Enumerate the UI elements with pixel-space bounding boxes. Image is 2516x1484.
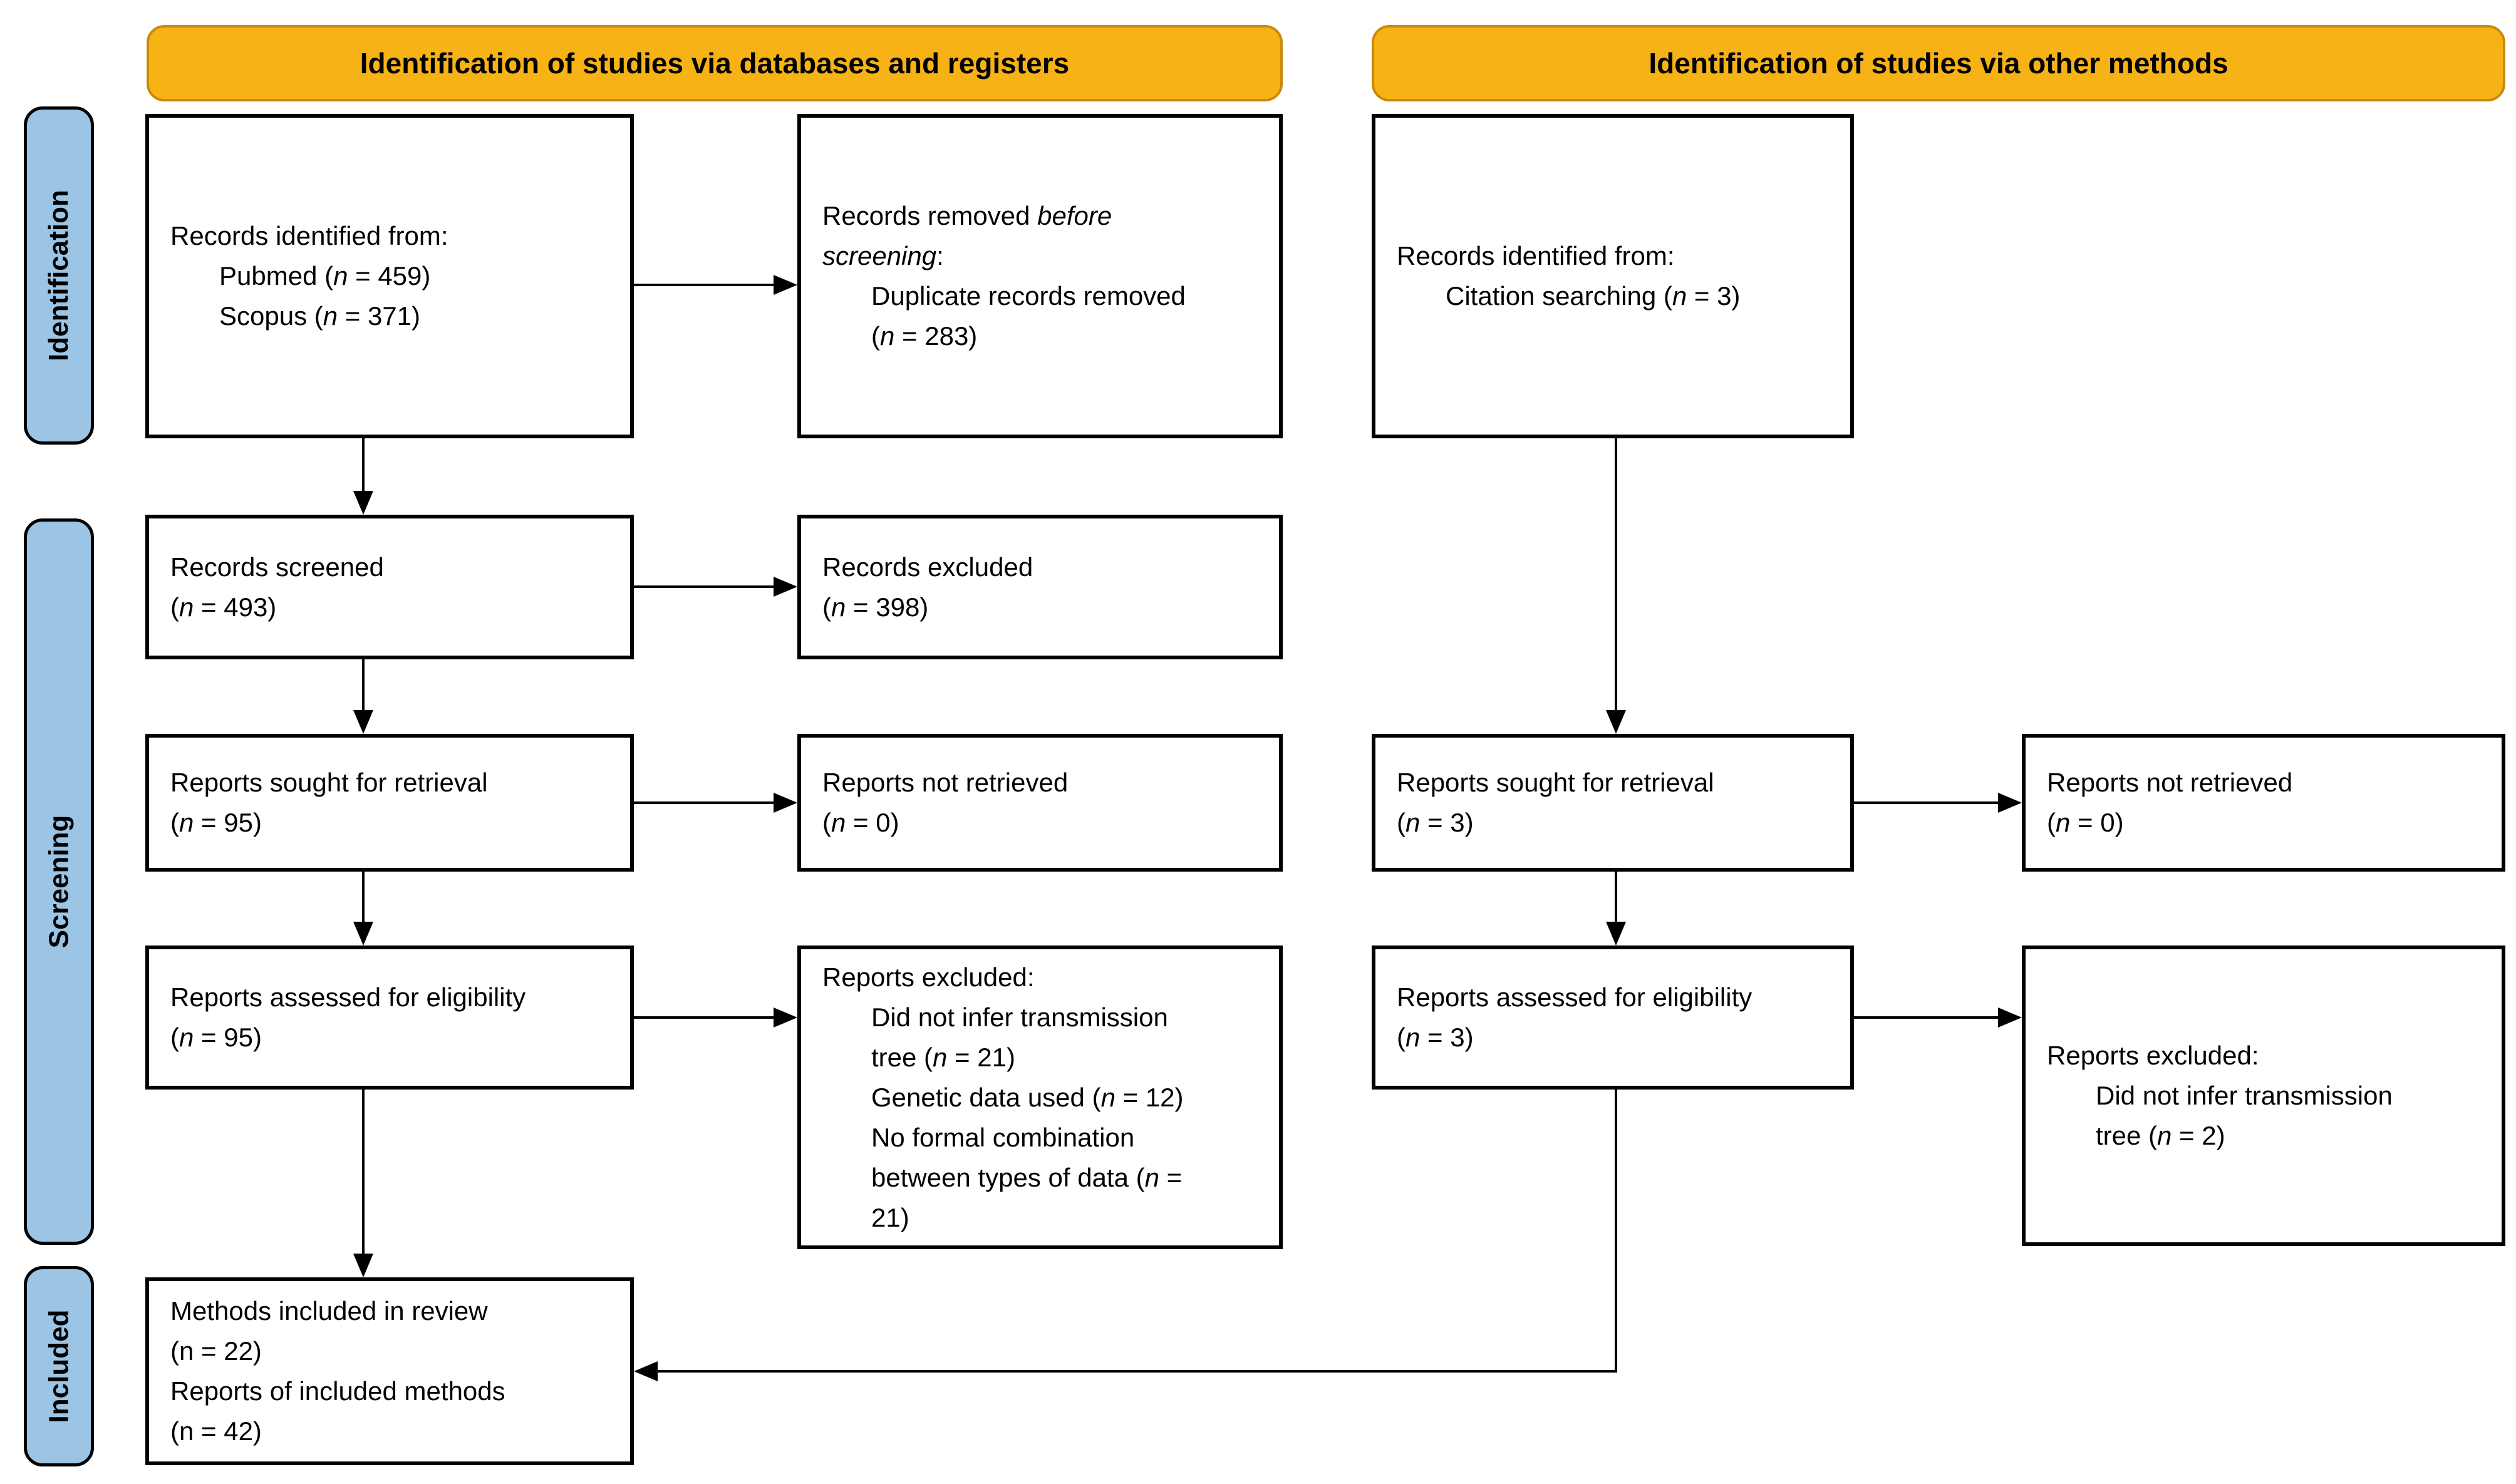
box-reports-excluded-db: Reports excluded:Did not infer transmiss… [797, 946, 1283, 1249]
banner-other-methods-label: Identification of studies via other meth… [1649, 47, 2229, 80]
stage-included: Included [24, 1266, 94, 1466]
arrow-assessed-to-included [353, 1090, 373, 1277]
banner-other-methods: Identification of studies via other meth… [1372, 25, 2505, 101]
stage-identification-label: Identification [43, 190, 74, 361]
box-reports-not-retrieved-db: Reports not retrieved(n = 0) [797, 734, 1283, 872]
arrow-assessed-to-excluded-reasons-other [1854, 1007, 2022, 1028]
arrow-citation-to-sought [1606, 438, 1626, 734]
arrow-sought-to-assessed-other [1606, 872, 1626, 946]
box-reports-not-retrieved-other: Reports not retrieved(n = 0) [2022, 734, 2505, 872]
arrow-screened-to-excluded [634, 577, 797, 597]
arrow-sought-to-not-retrieved-db [634, 793, 797, 813]
box-reports-assessed-other: Reports assessed for eligibility(n = 3) [1372, 946, 1854, 1090]
box-reports-excluded-other: Reports excluded:Did not infer transmiss… [2022, 946, 2505, 1246]
box-records-identified-other: Records identified from:Citation searchi… [1372, 114, 1854, 438]
arrow-identified-to-screened [353, 438, 373, 515]
arrow-sought-to-not-retrieved-other [1854, 793, 2022, 813]
box-records-excluded: Records excluded(n = 398) [797, 515, 1283, 659]
arrow-sought-to-assessed-db [353, 872, 373, 946]
box-reports-assessed-db: Reports assessed for eligibility(n = 95) [145, 946, 634, 1090]
arrow-assessed-to-excluded-reasons-db [634, 1007, 797, 1028]
arrow-screened-to-sought [353, 659, 373, 734]
banner-databases-registers-label: Identification of studies via databases … [360, 47, 1070, 80]
box-records-screened: Records screened(n = 493) [145, 515, 634, 659]
arrow-identified-to-removed [634, 275, 797, 295]
box-reports-sought-other: Reports sought for retrieval(n = 3) [1372, 734, 1854, 872]
box-reports-sought-db: Reports sought for retrieval(n = 95) [145, 734, 634, 872]
box-records-identified-db: Records identified from:Pubmed (n = 459)… [145, 114, 634, 438]
box-methods-included: Methods included in review(n = 22)Report… [145, 1277, 634, 1465]
stage-screening: Screening [24, 518, 94, 1245]
stage-identification: Identification [24, 106, 94, 445]
stage-included-label: Included [43, 1309, 74, 1423]
banner-databases-registers: Identification of studies via databases … [147, 25, 1283, 101]
stage-screening-label: Screening [43, 815, 74, 949]
